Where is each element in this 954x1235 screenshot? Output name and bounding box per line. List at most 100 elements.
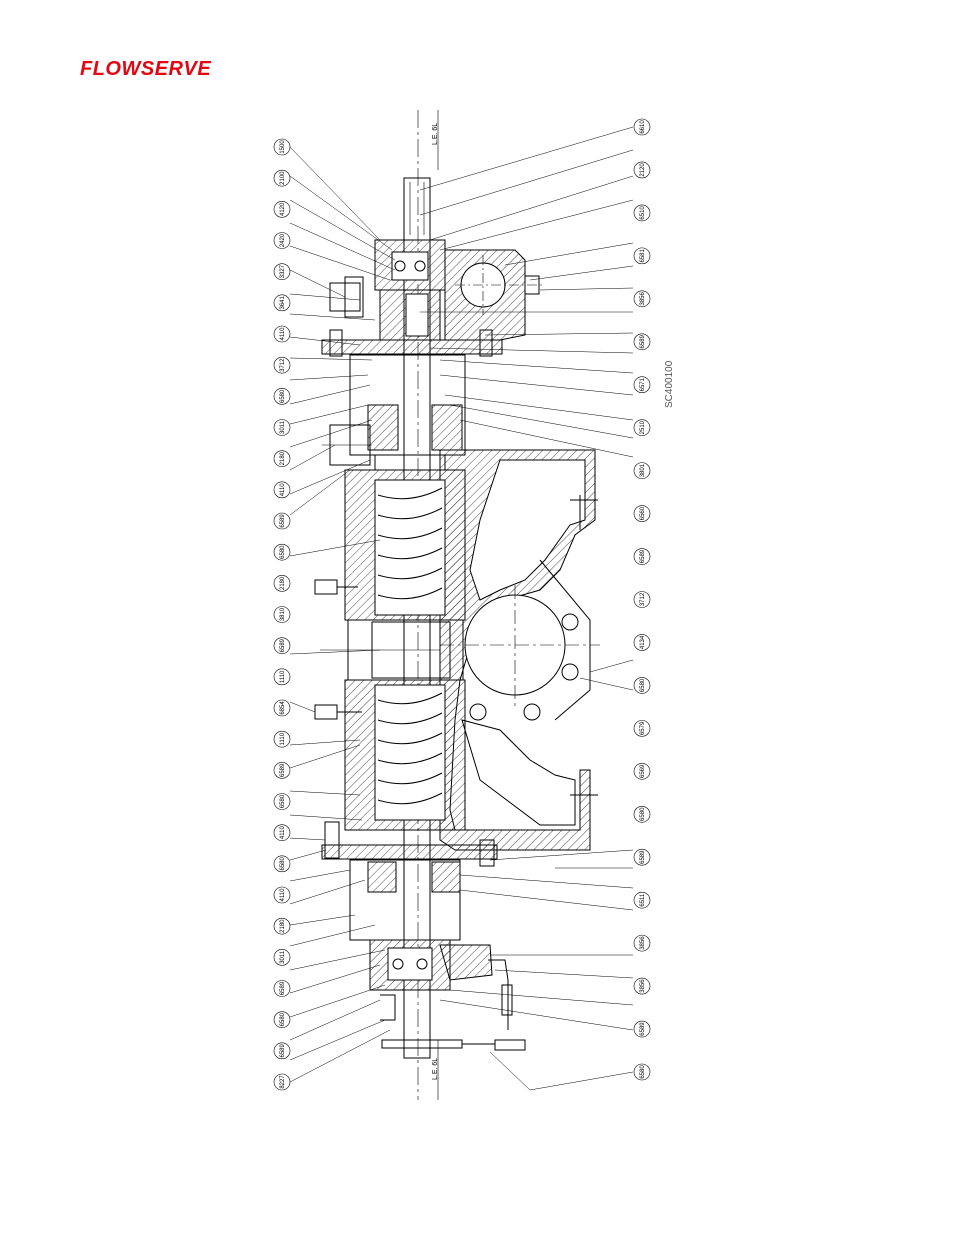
right-callout-label: 6579: [640, 721, 646, 735]
left-callout: 2420: [273, 232, 291, 249]
right-callout-label: 3856: [640, 936, 646, 950]
left-callout-circle: [273, 917, 291, 935]
left-callout-circle: [273, 543, 291, 561]
left-callout-circle: [273, 606, 291, 623]
right-callout-circle: [633, 290, 651, 308]
right-callout-label: 3856: [640, 291, 646, 305]
left-callout-circle: [273, 263, 291, 280]
left-callout-label: 6580: [280, 794, 286, 808]
left-callout: 4120: [273, 201, 291, 218]
left-callout-label: 1500: [280, 140, 286, 154]
right-callout-label: 6511: [640, 893, 646, 907]
right-callout: 3856: [633, 977, 651, 995]
left-callout-circle: [273, 980, 291, 997]
left-callout: 1110: [273, 668, 291, 686]
right-callout-circle: [633, 848, 651, 866]
right-callout-label: 6580: [640, 1065, 646, 1079]
left-callout-circle: [273, 824, 291, 841]
centerline-label-top: L.E. 6L: [432, 123, 439, 145]
left-callout-circle: [273, 419, 291, 436]
right-callout: 6589: [633, 548, 651, 565]
right-callout: 6510: [633, 204, 651, 222]
left-callout: 3011: [273, 419, 291, 436]
right-callout-circle: [633, 891, 651, 909]
left-callout: 6589: [273, 512, 291, 530]
right-callout-circle: [633, 462, 651, 479]
right-callout: 6589: [633, 1020, 651, 1038]
right-callout-label: 6560: [640, 506, 646, 520]
left-callout-label: 2420: [280, 233, 286, 247]
left-callout: 6854: [273, 699, 291, 717]
right-callout-circle: [633, 376, 651, 394]
right-callout-circle: [633, 1020, 651, 1038]
right-callout-label: 6580: [640, 807, 646, 821]
right-callout-label: 2510: [640, 420, 646, 434]
right-callout-circle: [633, 118, 651, 136]
left-callout-circle: [273, 138, 291, 156]
right-callout-label: 4134: [640, 635, 646, 649]
left-callout: 2180: [273, 575, 291, 592]
left-callout-label: 3011: [280, 420, 286, 434]
right-callout-label: 6571: [640, 377, 646, 391]
left-callout: 4110: [273, 886, 291, 904]
right-callout-circle: [633, 247, 651, 265]
left-callout-circle: [273, 1073, 291, 1091]
right-callout: 3856: [633, 934, 651, 952]
right-callout-circle: [633, 763, 651, 780]
right-callout-label: 6589: [640, 850, 646, 864]
left-callout: 4110: [273, 325, 291, 343]
left-callout-column: 1500210041202420332736414110371265803011…: [273, 138, 291, 1091]
left-callout-circle: [273, 699, 291, 717]
left-callout: 6589: [273, 1042, 291, 1060]
left-callout-label: 2180: [280, 576, 286, 590]
right-callout-label: 6610: [640, 120, 646, 134]
left-callout-circle: [273, 575, 291, 592]
left-callout: 2100: [273, 169, 291, 187]
left-callout: 6580: [273, 543, 291, 561]
left-callout-label: 4110: [280, 826, 286, 840]
right-callout-circle: [633, 419, 651, 436]
left-callout-label: 2180: [280, 451, 286, 465]
left-callout-label: 1110: [280, 670, 286, 683]
left-callout: 8227: [273, 1073, 291, 1091]
right-callout: 3801: [633, 462, 651, 479]
right-callout-circle: [633, 548, 651, 565]
left-callout-circle: [273, 855, 291, 873]
left-callout: 3641: [273, 294, 291, 312]
right-callout-circle: [633, 591, 651, 608]
right-callout-label: 6580: [640, 678, 646, 692]
left-callout-label: 6580: [280, 857, 286, 871]
left-callout-label: 4110: [280, 483, 286, 497]
left-callout: 4110: [273, 824, 291, 841]
left-callout: 4110: [273, 481, 291, 499]
left-callout-label: 3641: [280, 296, 286, 310]
left-callout: 1110: [273, 730, 291, 748]
left-callout-label: 3327: [280, 264, 286, 278]
left-callout-circle: [273, 232, 291, 249]
left-callout-circle: [273, 793, 291, 810]
right-callout-circle: [633, 204, 651, 222]
lower-flange: [321, 844, 498, 860]
right-callout-label: 6581: [640, 249, 646, 263]
centerline-label-bottom: L.E. 6L: [432, 1058, 439, 1080]
left-callout-label: 2100: [280, 171, 286, 185]
left-callout-label: 6580: [280, 1012, 286, 1026]
left-callout: 6589: [273, 637, 291, 654]
left-callout-label: 8227: [280, 1075, 286, 1089]
right-callout-circle: [633, 677, 651, 694]
left-callout-circle: [273, 294, 291, 312]
left-callout-circle: [273, 730, 291, 748]
drawing-number: SC400100: [664, 360, 675, 408]
right-callout: 6589: [633, 333, 651, 351]
right-callout: 6610: [633, 118, 651, 136]
right-callout-circle: [633, 805, 651, 823]
left-callout: 3011: [273, 949, 291, 966]
right-callout: 6560: [633, 505, 651, 522]
right-callout-label: 6589: [640, 334, 646, 348]
left-callout: 6580: [273, 793, 291, 810]
right-callout-label: 6569: [640, 764, 646, 778]
right-callout: 4134: [633, 634, 651, 651]
left-callout-circle: [273, 886, 291, 904]
left-callout-label: 6589: [280, 763, 286, 777]
